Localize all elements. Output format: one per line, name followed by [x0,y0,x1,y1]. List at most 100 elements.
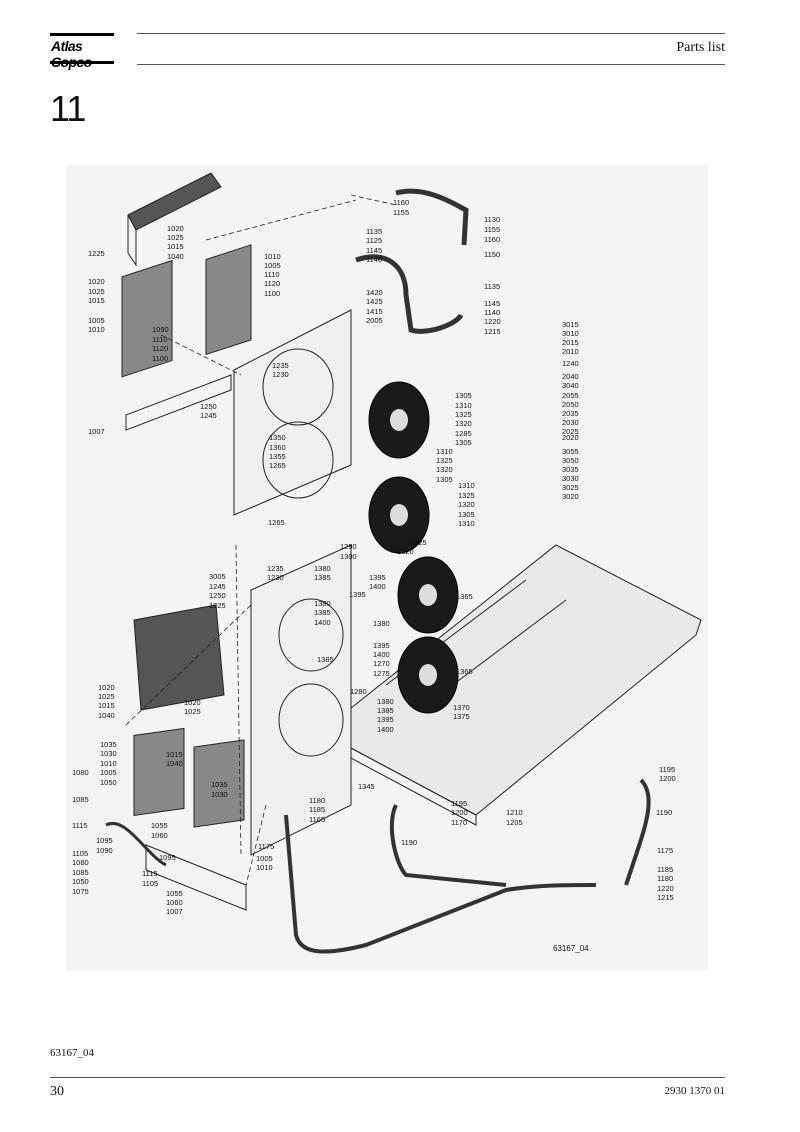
fan-hub [419,584,437,606]
callout-label: 1395 [373,641,390,650]
callout-label: 1320 [436,465,453,474]
callout-label: 1120 [264,279,280,288]
callout-label: 1035 [100,740,117,749]
callout-label: 1115 [142,869,158,878]
fan-hub [390,409,408,431]
callout-label: 1385 [314,608,331,617]
callout-label: 1025 [184,707,201,716]
callout-label: 1235 [267,564,284,573]
callout-label: 1380 [373,619,390,628]
callout-label: 1165 [309,815,325,824]
callout-label: 1400 [377,725,394,734]
callout-label: 1025 [167,233,184,242]
callout-label: 3010 [562,329,579,338]
callout-label: 2010 [562,347,579,356]
callout-label: 1010 [88,325,105,334]
callout-label: 1105 [72,849,88,858]
callout-label: 1190 [401,838,417,847]
callout-label: 2015 [562,338,579,347]
callout-label: 1265 [268,518,285,527]
callout-label: 1005 [88,316,105,325]
callout-label: 1305 [455,391,472,400]
callout-label: 1300 [340,552,357,561]
callout-label: 1350 [269,433,286,442]
callout-label: 1395 [377,715,394,724]
callout-label: 1325 [410,538,427,547]
callout-label: 1200 [659,774,676,783]
callout-label: 1400 [373,650,390,659]
callout-label: 1220 [657,884,674,893]
callout-label: 3050 [562,456,579,465]
callout-label: 1235 [272,361,289,370]
callout-label: 1225 [209,601,226,610]
callout-label: 3035 [562,465,579,474]
callout-label: 1400 [369,582,386,591]
callout-label: 1200 [451,808,468,817]
callout-label: 1020 [184,698,201,707]
callout-label: 1135 [366,227,382,236]
callout-label: 1365 [456,667,473,676]
callout-label: 3025 [562,483,579,492]
callout-label: 1320 [397,547,414,556]
callout-label: 1130 [484,215,500,224]
callout-label: 2030 [562,418,579,427]
callout-label: 1090 [96,846,113,855]
header-rule-bottom [137,64,725,65]
callout-label: 1395 [369,573,386,582]
callout-label: 3015 [562,320,579,329]
callout-label: 1325 [436,456,453,465]
callout-label: 1140 [366,255,382,264]
callout-label: 3055 [562,447,579,456]
callout-label: 1250 [209,591,226,600]
callout-label: 1375 [453,712,470,721]
callout-label: 1180 [309,796,325,805]
callout-label: 1250 [200,402,217,411]
callout-label: 1020 [167,224,184,233]
callout-label: 1060 [151,831,168,840]
callout-label: 1215 [657,893,674,902]
callout-label: 1265 [269,461,286,470]
callout-label: 1205 [506,818,523,827]
callout-label: 1055 [151,821,168,830]
page-header-title: Parts list [676,40,725,55]
callout-label: 1030 [100,749,117,758]
logo-text: Atlas Copco [51,38,92,70]
callout-label: 1175 [657,846,673,855]
callout-label: 1385 [377,706,394,715]
callout-label: 1230 [272,370,289,379]
section-number: 11 [50,88,86,129]
callout-label: 1007 [166,907,183,916]
callout-label: 2005 [366,316,383,325]
callout-label: 1040 [98,711,115,720]
fan-hub [390,504,408,526]
callout-label: 1090 [152,325,169,334]
callout-label: 1385 [317,655,334,664]
callout-label: 1005 [264,261,281,270]
callout-label: 1110 [152,335,168,344]
callout-label: 1285 [455,429,472,438]
callout-label: 1005 [100,768,117,777]
callout-label: 1100 [152,354,168,363]
callout-label: 1245 [200,411,217,420]
callout-label: 1115 [72,821,88,830]
callout-label: 1195 [659,765,675,774]
callout-label: 1420 [366,288,383,297]
callout-label: 1015 [166,750,183,759]
callout-label: 1005 [256,854,273,863]
callout-label: 1170 [451,818,467,827]
callout-label: 1020 [98,683,115,692]
callout-label: 1310 [436,447,453,456]
callout-label: 1320 [455,419,472,428]
callout-label: 1310 [455,401,472,410]
callout-label: 3040 [562,381,579,390]
callout-label: 1125 [366,236,382,245]
callout-label: 1210 [506,808,523,817]
callout-label: 1305 [458,510,475,519]
callout-label: 1025 [98,692,115,701]
callout-label: 1230 [267,573,284,582]
header-rule-top [137,33,725,34]
fan-assemblies [368,381,459,714]
callout-label: 1225 [88,249,105,258]
callout-label: 1085 [72,795,89,804]
